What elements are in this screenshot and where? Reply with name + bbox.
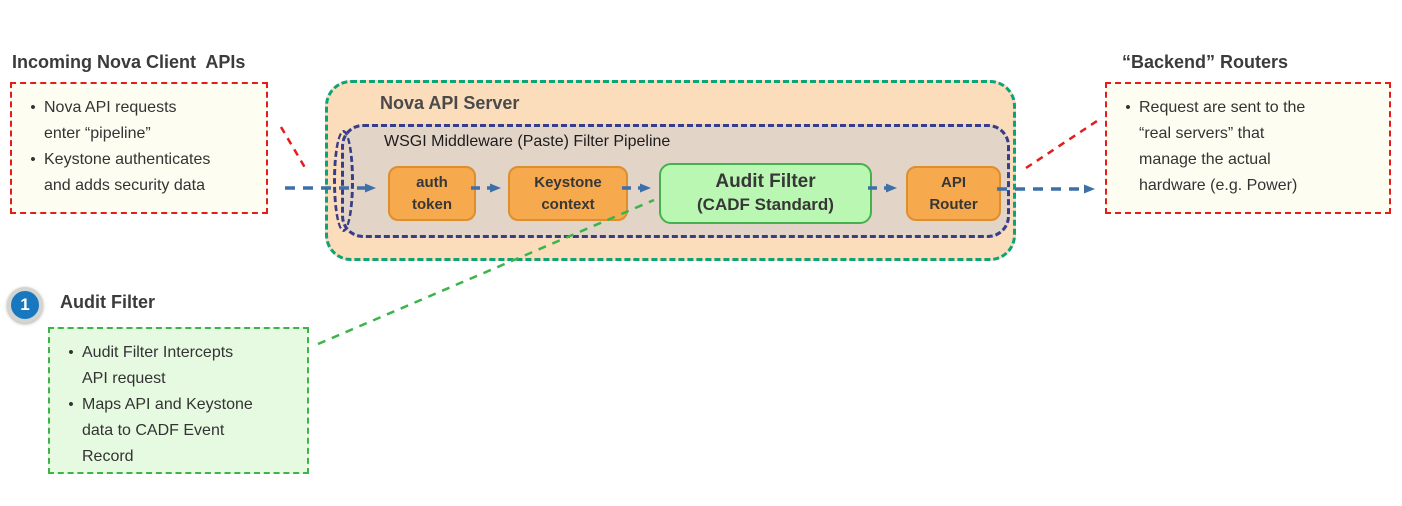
note-bullet-text: Audit Filter Intercepts API request bbox=[82, 344, 234, 387]
wsgi-pipeline-title: WSGI Middleware (Paste) Filter Pipeline bbox=[384, 133, 671, 150]
note-bullet-text: Keystone authenticates and adds security… bbox=[44, 151, 211, 194]
red-connector-right bbox=[1025, 117, 1101, 170]
incoming-clients-note: • Nova API requests enter “pipeline” • K… bbox=[10, 82, 268, 214]
nova-api-server-box: Nova API Server WSGI Middleware (Paste) … bbox=[325, 80, 1016, 261]
callout-number: 1 bbox=[20, 295, 30, 314]
note-bullet: • Keystone authenticates and adds securi… bbox=[22, 147, 260, 199]
stage-keystone-context-label: Keystone context bbox=[534, 173, 602, 213]
note-bullet: • Request are sent to the “real servers”… bbox=[1117, 95, 1383, 199]
backend-routers-note: • Request are sent to the “real servers”… bbox=[1105, 82, 1391, 214]
callout-number-badge: 1 bbox=[7, 287, 43, 323]
note-bullet-text: Request are sent to the “real servers” t… bbox=[1139, 99, 1306, 194]
bullet-icon: • bbox=[1125, 99, 1131, 116]
backend-routers-heading: “Backend” Routers bbox=[1122, 52, 1289, 72]
audit-filter-note: • Audit Filter Intercepts API request • … bbox=[48, 327, 309, 474]
nova-api-server-title: Nova API Server bbox=[380, 93, 520, 113]
note-bullet: • Maps API and Keystone data to CADF Eve… bbox=[60, 392, 301, 470]
note-bullet-text: Maps API and Keystone data to CADF Event… bbox=[82, 396, 253, 465]
stage-api-router-label: API Router bbox=[929, 173, 978, 213]
bullet-icon: • bbox=[68, 344, 74, 361]
stage-auth-token: auth token bbox=[388, 166, 476, 221]
note-bullet: • Audit Filter Intercepts API request bbox=[60, 340, 301, 392]
stage-audit-filter: Audit Filter (CADF Standard) bbox=[659, 163, 872, 224]
red-connector-left bbox=[279, 126, 309, 172]
note-bullet: • Nova API requests enter “pipeline” bbox=[22, 95, 260, 147]
stage-audit-filter-subtitle: (CADF Standard) bbox=[697, 195, 834, 215]
pipeline-inlet-ellipse bbox=[333, 130, 354, 232]
incoming-clients-heading: Incoming Nova Client APIs bbox=[12, 52, 246, 72]
bullet-icon: • bbox=[30, 99, 36, 116]
bullet-icon: • bbox=[30, 151, 36, 168]
stage-audit-filter-title: Audit Filter bbox=[715, 171, 816, 193]
wsgi-pipeline-box: WSGI Middleware (Paste) Filter Pipeline … bbox=[333, 124, 1010, 238]
note-bullet-text: Nova API requests enter “pipeline” bbox=[44, 99, 177, 142]
audit-filter-heading: Audit Filter bbox=[60, 292, 155, 312]
stage-keystone-context: Keystone context bbox=[508, 166, 628, 221]
stage-auth-token-label: auth token bbox=[411, 173, 452, 213]
stage-api-router: API Router bbox=[906, 166, 1001, 221]
bullet-icon: • bbox=[68, 396, 74, 413]
